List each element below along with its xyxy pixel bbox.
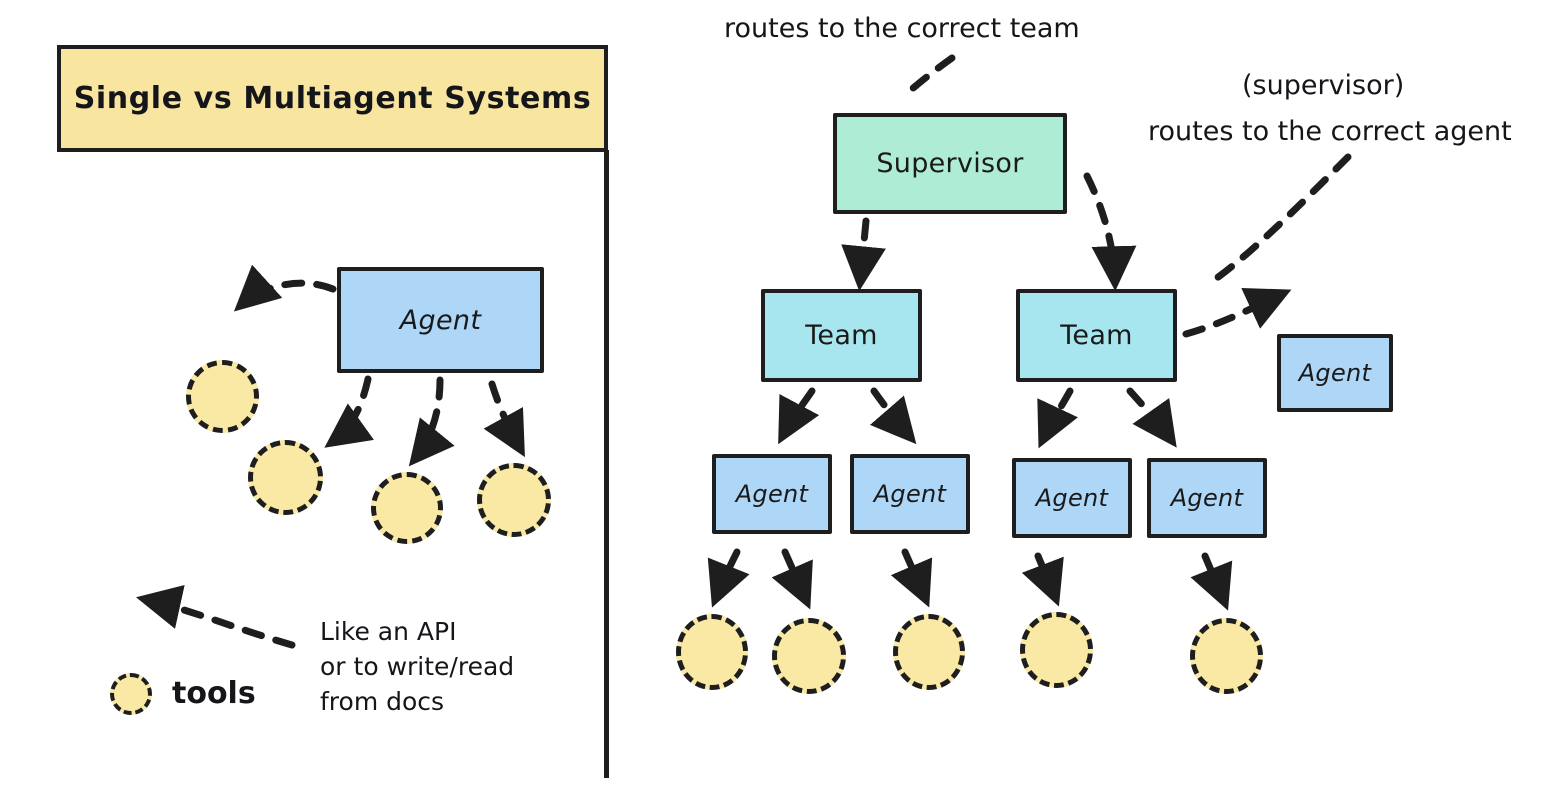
arrow-left-agent-to-tool1 bbox=[233, 264, 337, 312]
arrow-agent4-to-tool5 bbox=[1190, 552, 1233, 611]
left-tool-circle-3[interactable] bbox=[371, 472, 443, 544]
leader-routes-to-agent bbox=[1206, 153, 1352, 287]
title-box: Single vs Multiagent Systems bbox=[57, 45, 608, 152]
left-tool-circle-4[interactable] bbox=[477, 463, 551, 537]
arrow-team1-to-agent1 bbox=[778, 387, 820, 445]
right-tool-circle-2[interactable] bbox=[772, 618, 846, 694]
team-label-2: Team bbox=[1060, 320, 1133, 351]
agent-label-3: Agent bbox=[1035, 484, 1109, 512]
team-label-1: Team bbox=[805, 320, 878, 351]
page-title: Single vs Multiagent Systems bbox=[73, 81, 592, 116]
legend-annotation-line-3: from docs bbox=[320, 687, 445, 716]
supervisor-label: Supervisor bbox=[876, 148, 1024, 179]
left-tool-circle-1[interactable] bbox=[186, 360, 259, 433]
arrow-agent2-to-tool3 bbox=[890, 548, 933, 608]
arrow-agent1-to-tool2 bbox=[771, 548, 813, 610]
annotation-routes-to-agent: routes to the correct agent bbox=[1148, 116, 1512, 147]
agent-label-1: Agent bbox=[735, 480, 809, 508]
agent-box-1[interactable]: Agent bbox=[712, 454, 832, 534]
arrow-legend-leader bbox=[136, 584, 296, 649]
arrow-left-agent-to-tool4 bbox=[483, 380, 525, 458]
detached-agent-box[interactable]: Agent bbox=[1277, 334, 1393, 412]
right-tool-circle-1[interactable] bbox=[676, 614, 748, 690]
arrow-agent1-to-tool1 bbox=[707, 548, 750, 608]
supervisor-box[interactable]: Supervisor bbox=[833, 113, 1067, 214]
detached-agent-label: Agent bbox=[1298, 359, 1372, 387]
panel-divider bbox=[604, 150, 609, 778]
team-box-1[interactable]: Team bbox=[761, 289, 922, 382]
arrow-left-agent-to-tool2 bbox=[324, 375, 374, 448]
legend-tool-circle bbox=[110, 673, 152, 715]
arrow-supervisor-to-team2 bbox=[1083, 172, 1137, 292]
annotation-supervisor-paren: (supervisor) bbox=[1242, 70, 1405, 101]
right-tool-circle-4[interactable] bbox=[1020, 612, 1093, 688]
left-agent-box[interactable]: Agent bbox=[337, 267, 544, 373]
left-agent-label: Agent bbox=[399, 304, 482, 336]
right-tool-circle-5[interactable] bbox=[1190, 618, 1263, 694]
annotation-routes-to-team: routes to the correct team bbox=[724, 13, 1080, 44]
right-tool-circle-3[interactable] bbox=[893, 614, 965, 690]
agent-label-2: Agent bbox=[873, 480, 947, 508]
team-box-2[interactable]: Team bbox=[1016, 289, 1177, 382]
arrow-team1-to-agent2 bbox=[869, 387, 917, 445]
legend-annotation-line-1: Like an API bbox=[320, 617, 457, 646]
arrow-team2-to-agent3 bbox=[1037, 387, 1078, 449]
arrow-team2-to-detached-agent bbox=[1182, 288, 1292, 338]
arrow-agent3-to-tool4 bbox=[1021, 552, 1064, 607]
agent-label-4: Agent bbox=[1170, 484, 1244, 512]
legend-tools-label: tools bbox=[172, 676, 256, 711]
arrow-left-agent-to-tool3 bbox=[408, 376, 455, 467]
arrow-supervisor-to-team1 bbox=[841, 217, 886, 292]
left-tool-circle-2[interactable] bbox=[248, 440, 323, 515]
agent-box-3[interactable]: Agent bbox=[1012, 458, 1132, 538]
leader-routes-to-team bbox=[901, 54, 956, 99]
agent-box-4[interactable]: Agent bbox=[1147, 458, 1267, 538]
arrow-team2-to-agent4 bbox=[1126, 387, 1177, 448]
agent-box-2[interactable]: Agent bbox=[850, 454, 970, 534]
legend-annotation-line-2: or to write/read bbox=[320, 652, 515, 681]
